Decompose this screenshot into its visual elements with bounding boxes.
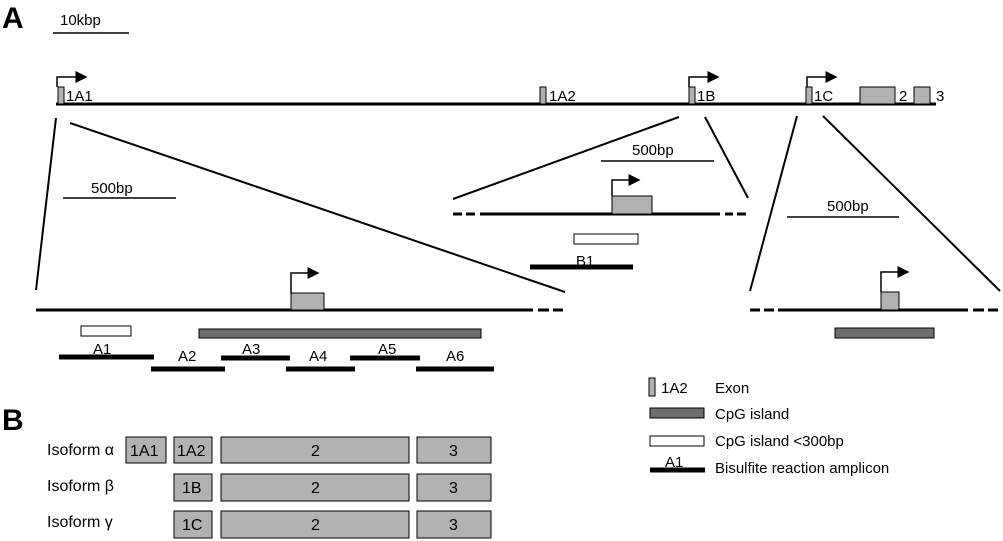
isoform-exon-label: 1B: [182, 480, 202, 497]
exon-label-1a2: 1A2: [549, 88, 576, 105]
legend-amplicon-label: Bisulfite reaction amplicon: [715, 460, 889, 477]
zoom-line-1c-right: [822, 115, 1001, 292]
promoter-arrow-1a1: [56, 71, 88, 87]
isoform-exon3-label: 3: [449, 443, 458, 460]
exon-label-2: 2: [899, 88, 907, 105]
isoform-name: Isoform α: [47, 442, 114, 459]
isoform-beta: Isoform β 1B 2 3: [47, 473, 492, 502]
panel-label-a: A: [2, 2, 24, 35]
legend-exon-sample: 1A2: [661, 380, 688, 397]
amplicon-label-a6: A6: [446, 348, 464, 365]
zoom-line-1a-right: [69, 122, 566, 293]
detail-promoter-arrow-1c: [880, 266, 910, 292]
isoform-exon2-label: 2: [311, 480, 320, 497]
zoom-line-1b-left: [452, 116, 680, 200]
isoform-exon3-box: [416, 473, 492, 502]
legend-exon-swatch: [648, 377, 656, 397]
legend-cpg-label: CpG island: [715, 406, 789, 423]
isoform-exon-label: 1C: [182, 517, 202, 534]
legend-exon-label: Exon: [715, 380, 749, 397]
amplicon-label-a2: A2: [178, 348, 196, 365]
cpg-island-1c: [834, 327, 935, 339]
zoom-line-1a-left: [35, 117, 57, 291]
isoform-exon-label: 1A2: [177, 443, 206, 460]
exon-1a2: [539, 86, 547, 105]
detail-exon-1c: [880, 291, 900, 311]
isoform-exon3-label: 3: [449, 517, 458, 534]
promoter-arrow-1b: [688, 71, 720, 87]
detail-exon-1b: [611, 195, 653, 215]
legend-cpg-small-label: CpG island <300bp: [715, 433, 844, 450]
amplicon-label-a4: A4: [309, 348, 327, 365]
isoform-exon3-label: 3: [449, 480, 458, 497]
promoter-arrow-1c: [806, 71, 838, 87]
cpg-small-1b: [573, 233, 639, 245]
exon-label-1a1: 1A1: [66, 88, 93, 105]
legend-cpg-small-swatch: [649, 435, 705, 447]
isoform-exon-label: 1A1: [130, 443, 159, 460]
cpg-island-1a: [198, 328, 482, 339]
isoform-exon2-label: 2: [311, 517, 320, 534]
panel-label-b: B: [2, 404, 24, 437]
isoform-exon-box: [173, 436, 213, 464]
zoom-line-1c-left: [749, 115, 798, 292]
amplicon-label-a3: A3: [242, 341, 260, 358]
cpg-small-1a: [80, 325, 132, 337]
scale-bar-c-label: 500bp: [827, 198, 869, 215]
exon-label-3: 3: [936, 88, 944, 105]
scale-bar-top-label: 10kbp: [60, 12, 101, 29]
isoform-exon2-box: [220, 436, 410, 464]
exon-label-1b: 1B: [697, 88, 715, 105]
isoform-exon2-box: [220, 473, 410, 502]
isoform-name: Isoform β: [47, 478, 114, 495]
detail-promoter-arrow-1a: [290, 267, 320, 293]
exon-1c: [805, 86, 813, 105]
scale-bar-b-label: 500bp: [632, 142, 674, 159]
scale-bar-a-label: 500bp: [91, 180, 133, 197]
isoform-exon3-box: [416, 510, 492, 539]
detail-promoter-arrow-1b: [611, 174, 641, 196]
isoform-exon-box: [173, 473, 213, 502]
exon-1a1: [57, 86, 65, 105]
isoform-exon2-label: 2: [311, 443, 320, 460]
isoform-exon-box: [173, 510, 213, 539]
isoform-exon-box: [125, 436, 167, 464]
zoom-line-1b-right: [704, 116, 749, 199]
legend-cpg-swatch: [649, 407, 705, 419]
exon-label-1c: 1C: [814, 88, 833, 105]
isoform-gamma: Isoform γ 1C 2 3: [47, 510, 492, 539]
isoform-alpha: Isoform α 1A1 1A2 2 3: [47, 436, 492, 464]
isoform-exon2-box: [220, 510, 410, 539]
isoform-exon3-box: [416, 436, 492, 464]
amplicon-label-b1: B1: [576, 253, 594, 270]
isoform-name: Isoform γ: [47, 514, 113, 531]
exon-2: [859, 86, 896, 105]
exon-3: [913, 86, 931, 105]
amplicon-label-a1: A1: [93, 341, 111, 358]
detail-exon-1a: [290, 292, 325, 311]
exon-1b: [688, 86, 696, 105]
amplicon-label-a5: A5: [378, 341, 396, 358]
legend-amplicon-sample: A1: [665, 454, 683, 471]
